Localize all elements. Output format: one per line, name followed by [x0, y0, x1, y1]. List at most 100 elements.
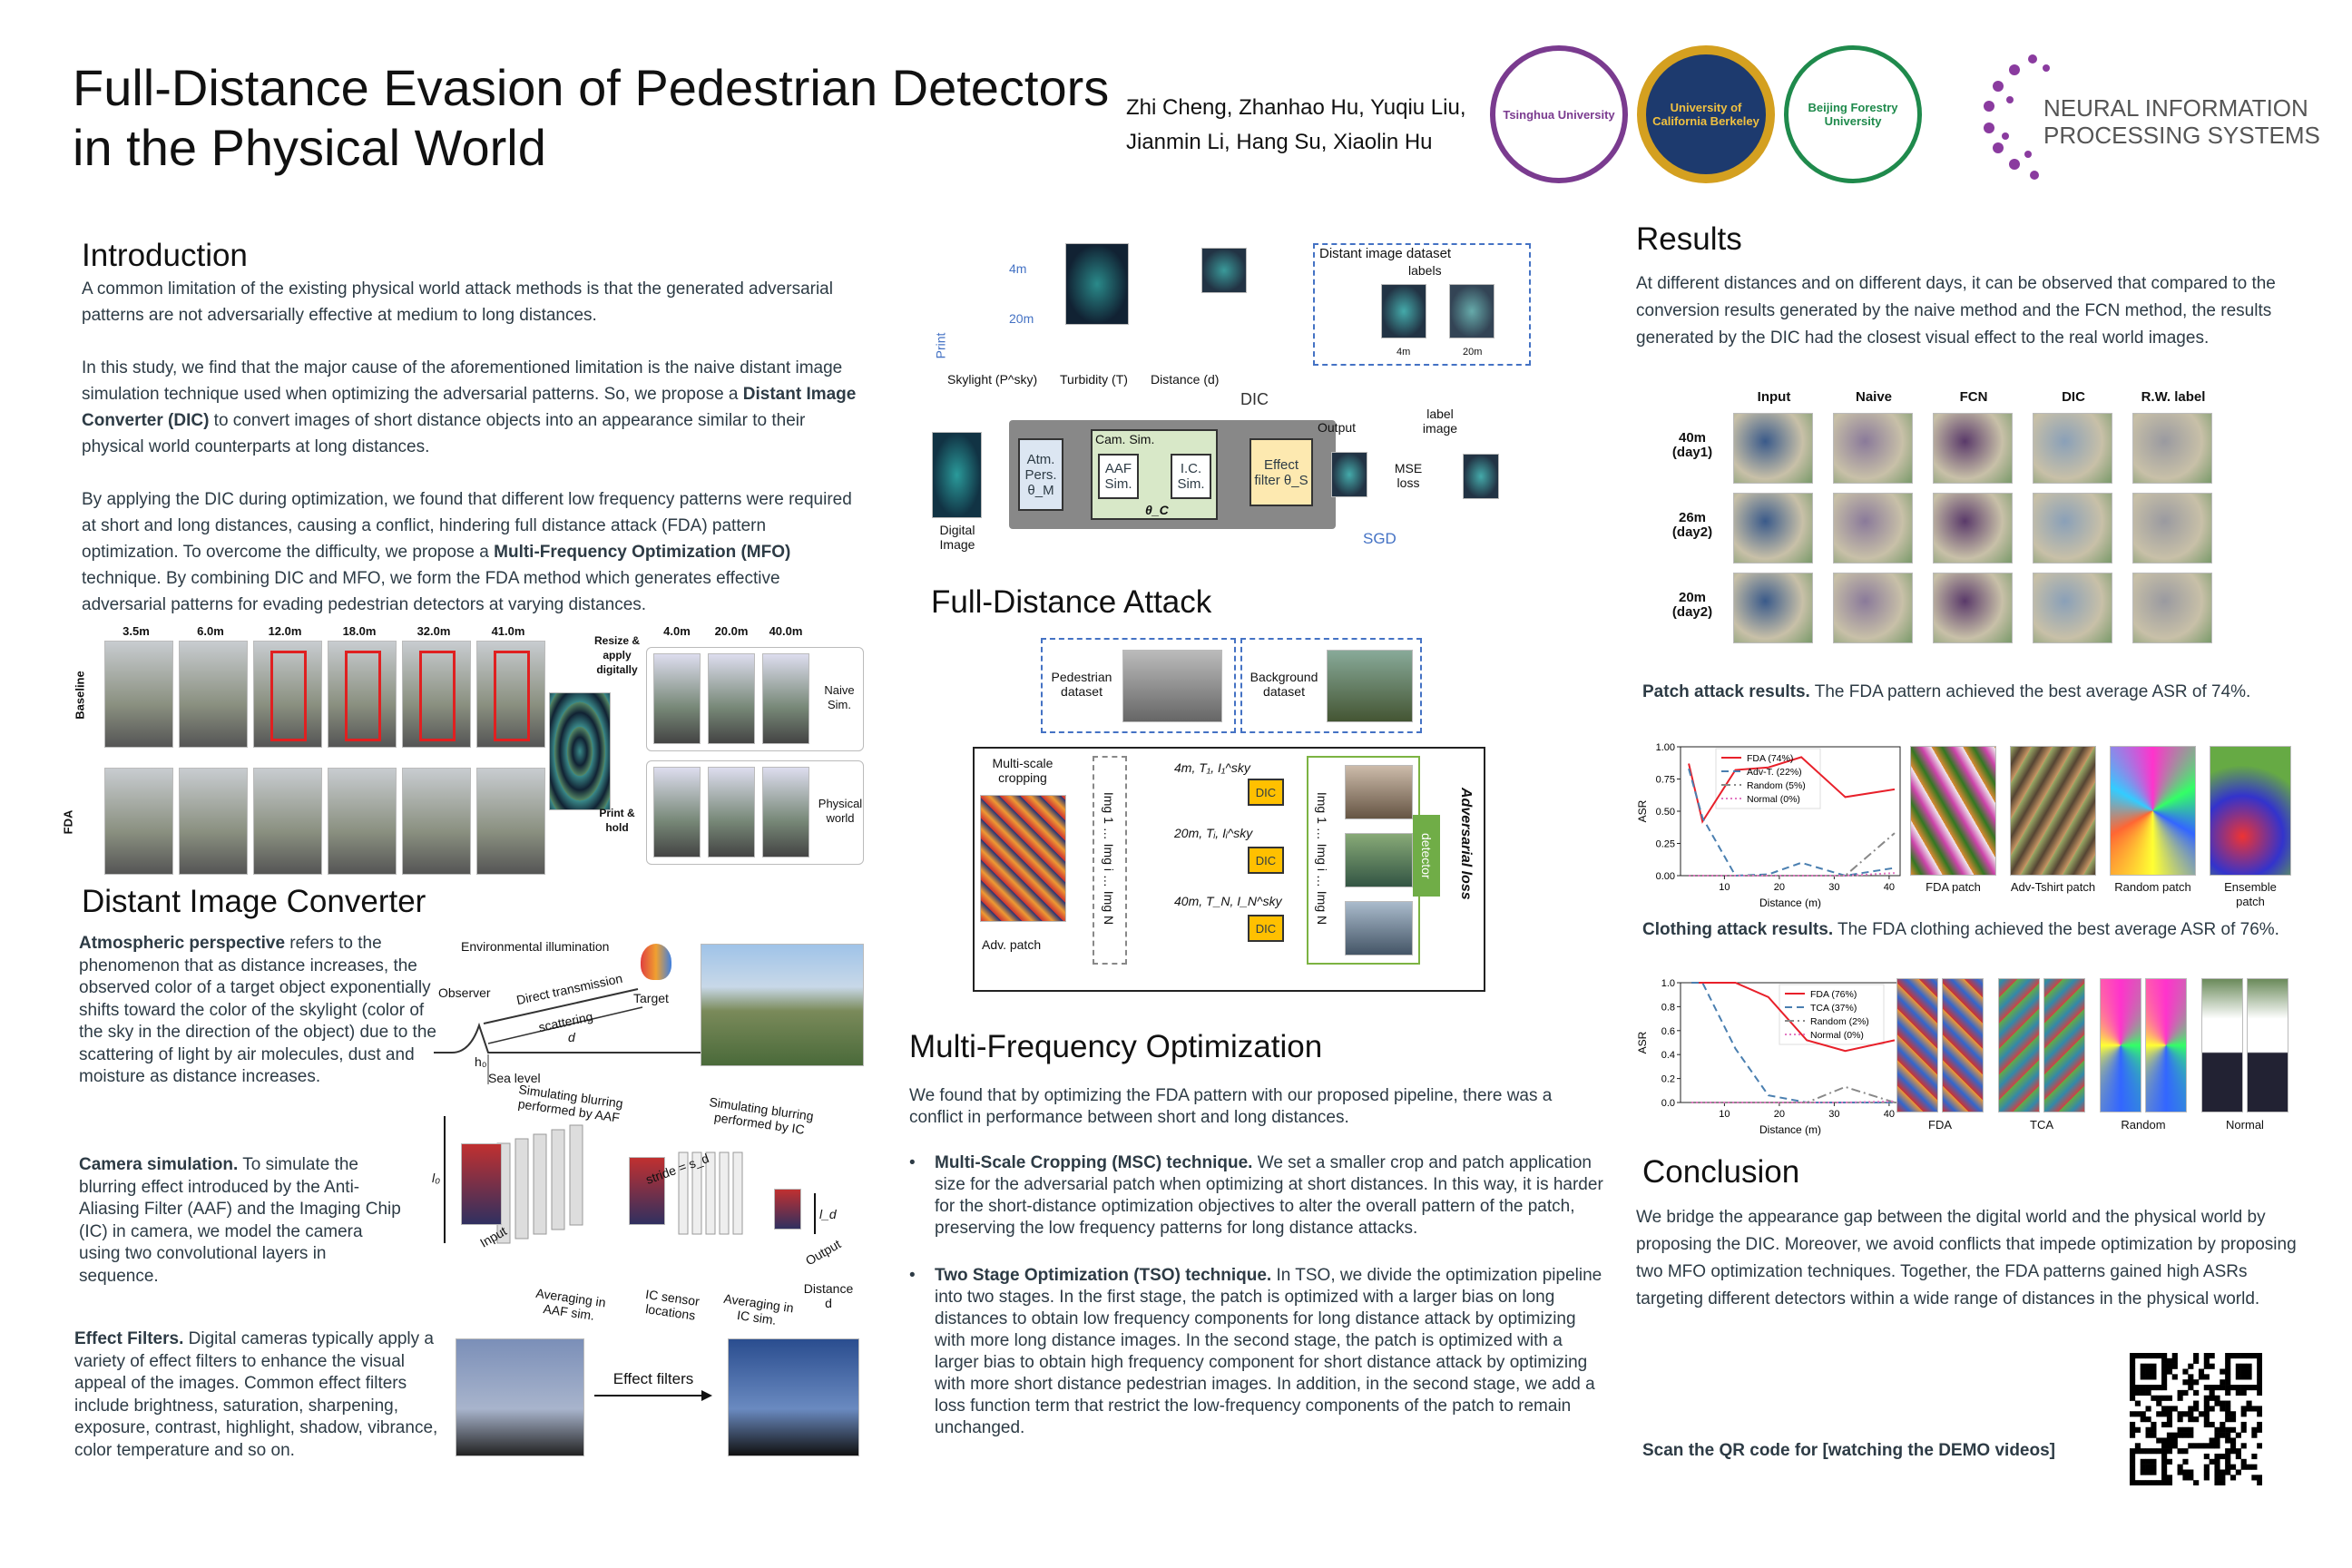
- qr-module: [2140, 1389, 2146, 1396]
- qr-module: [2193, 1416, 2200, 1423]
- digital-image-photo: [932, 432, 982, 518]
- clothing-photo: [2100, 978, 2141, 1112]
- x-tick-label: 30: [1828, 882, 1839, 893]
- qr-module: [2203, 1395, 2210, 1401]
- qr-module: [2177, 1416, 2183, 1423]
- qr-module: [2198, 1368, 2205, 1375]
- series-line-1: [1688, 768, 1896, 877]
- qr-module: [2161, 1357, 2168, 1364]
- qr-module: [2151, 1426, 2157, 1433]
- atm-text: Atmospheric perspective refers to the ph…: [79, 934, 436, 1086]
- qr-module: [2161, 1411, 2168, 1417]
- dataset-label: Distant image dataset: [1319, 246, 1452, 261]
- qr-module: [2140, 1448, 2146, 1455]
- patch-stack-photo: [549, 692, 611, 810]
- qr-module: [2134, 1426, 2141, 1433]
- x-tick-label: 20: [1774, 1109, 1785, 1120]
- qr-module: [2188, 1469, 2194, 1475]
- intro-paragraph: A common limitation of the existing phys…: [82, 279, 833, 325]
- print-label: Print: [933, 332, 948, 359]
- qr-module: [2225, 1406, 2231, 1412]
- conversion-image: [2132, 413, 2212, 484]
- qr-module: [2188, 1406, 2194, 1412]
- qr-module: [2182, 1458, 2189, 1465]
- clothing-label: TCA: [2030, 1118, 2053, 1132]
- qr-module: [2246, 1363, 2252, 1369]
- qr-module: [2203, 1443, 2210, 1449]
- qr-module: [2220, 1406, 2226, 1412]
- conversion-image: [1733, 573, 1813, 643]
- conversion-image: [1933, 493, 2013, 564]
- adv-patch-label: Adv. patch: [982, 937, 1042, 952]
- qr-module: [2177, 1389, 2183, 1396]
- x-axis-label: Distance (m): [1759, 1123, 1821, 1136]
- ensemble-patch-image: [2210, 746, 2291, 876]
- qr-module: [2257, 1357, 2262, 1364]
- qr-module: [2156, 1480, 2162, 1485]
- y-tick-label: 0.8: [1661, 1002, 1675, 1013]
- qr-module: [2130, 1363, 2136, 1369]
- qr-module: [2225, 1379, 2231, 1386]
- legend-label: Adv-T. (22%): [1747, 767, 1802, 778]
- qr-module: [2225, 1353, 2231, 1359]
- qr-module: [2166, 1432, 2173, 1438]
- qr-module: [2151, 1448, 2157, 1455]
- y-axis-label: ASR: [1636, 1031, 1649, 1054]
- qr-module: [2257, 1443, 2262, 1449]
- qr-module: [2140, 1368, 2146, 1375]
- qr-module: [2225, 1389, 2231, 1396]
- y-tick-label: 1.00: [1656, 742, 1675, 753]
- distance-label: 18.0m: [342, 624, 377, 638]
- skylight-label: Skylight (P^sky): [947, 372, 1038, 387]
- distance-label: 3.5m: [122, 624, 150, 638]
- x-axis-label: Distance (m): [1759, 897, 1821, 909]
- legend-label: FDA (76%): [1810, 989, 1857, 1000]
- series-line-2: [1691, 1085, 1896, 1103]
- row-label: Baseline: [73, 671, 87, 720]
- label-image-label: label image: [1422, 407, 1458, 436]
- pedestrian-photo: [104, 768, 173, 875]
- qr-module: [2161, 1469, 2168, 1475]
- qr-module: [2220, 1368, 2226, 1375]
- qr-module: [2182, 1368, 2189, 1375]
- h0-label: h₀: [475, 1054, 487, 1069]
- camera-sim-diagram: Simulating blurring performed by AAF Sim…: [432, 1082, 853, 1334]
- distance-label: Distance (d): [1151, 372, 1220, 387]
- x-tick-label: 30: [1828, 1109, 1839, 1120]
- digital-image-label: Digital Image: [939, 523, 975, 552]
- qr-module: [2145, 1389, 2151, 1396]
- x-tick-label: 20: [1774, 882, 1785, 893]
- qr-module: [2156, 1385, 2162, 1391]
- qr-module: [2161, 1443, 2168, 1449]
- x-tick-label: 40: [1884, 1109, 1895, 1120]
- qr-module: [2188, 1411, 2194, 1417]
- qr-module: [2240, 1389, 2247, 1396]
- qr-module: [2182, 1475, 2189, 1481]
- qr-module: [2209, 1421, 2215, 1428]
- composite-photo: [1345, 833, 1413, 887]
- pedestrian-photo: [179, 768, 248, 875]
- qr-code-icon[interactable]: [2130, 1353, 2262, 1485]
- authors-line-1: Zhi Cheng, Zhanhao Hu, Yuqiu Liu,: [1126, 95, 1466, 120]
- qr-module: [2161, 1480, 2168, 1485]
- qr-module: [2230, 1437, 2237, 1444]
- qr-module: [2251, 1432, 2258, 1438]
- qr-module: [2188, 1416, 2194, 1423]
- qr-module: [2193, 1389, 2200, 1396]
- qr-module: [2177, 1432, 2183, 1438]
- qr-module: [2145, 1458, 2151, 1465]
- qr-module: [2246, 1374, 2252, 1380]
- qr-module: [2257, 1406, 2262, 1412]
- series-line-0: [1688, 756, 1896, 824]
- qr-module: [2166, 1458, 2173, 1465]
- conclusion-text: We bridge the appearance gap between the…: [1636, 1208, 2297, 1308]
- d4-label: 4m: [1009, 261, 1027, 276]
- pedestrian-photo: [476, 641, 545, 748]
- clothing-photo: [2145, 978, 2187, 1112]
- qr-module: [2151, 1385, 2157, 1391]
- d-label: d: [568, 1030, 575, 1044]
- qr-module: [2134, 1385, 2141, 1391]
- pedestrian-dataset-box: [1041, 638, 1236, 733]
- qr-module: [2177, 1469, 2183, 1475]
- row-40m-label: 40m, T_N, I_N^sky: [1174, 894, 1282, 908]
